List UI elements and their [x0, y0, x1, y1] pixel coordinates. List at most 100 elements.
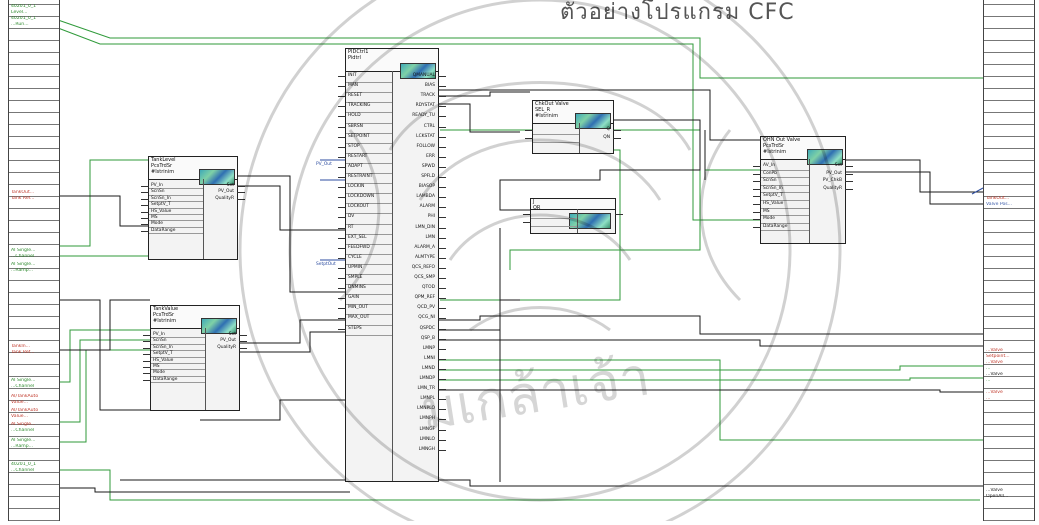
input-pin[interactable]: ScnSn [763, 178, 777, 183]
input-pin[interactable]: MS [153, 364, 160, 369]
input-pin[interactable]: EXT_SEL [348, 235, 367, 240]
input-pin[interactable]: MS [151, 215, 158, 220]
output-pin[interactable]: LMNPL [394, 396, 435, 401]
sheet-connector-label[interactable]: Tank Ref... [11, 196, 57, 201]
input-pin[interactable]: SetptV_T [153, 351, 173, 356]
input-pin[interactable]: SMPLE [348, 275, 362, 280]
input-pin[interactable]: HS_Value [153, 358, 173, 363]
sheet-connector-label[interactable]: AI Single... [11, 422, 57, 427]
sheet-connector-label[interactable]: ...Valve [986, 488, 1032, 493]
output-pin[interactable]: ALARM_A [394, 245, 435, 250]
input-pin[interactable]: SBRSN [348, 124, 363, 129]
sheet-connector-label[interactable]: Value... [11, 414, 57, 419]
output-pin[interactable]: LMNPLO [394, 406, 435, 411]
output-pin[interactable]: ALMTYPE [394, 255, 435, 260]
input-pin[interactable]: FEEDFWD [348, 245, 370, 250]
output-pin[interactable]: LMN [394, 235, 435, 240]
input-pin[interactable]: INIT [348, 73, 357, 78]
input-pin[interactable]: DV [348, 214, 354, 219]
output-pin[interactable]: LMN_TR [394, 386, 435, 391]
sheet-connector-label[interactable]: AI Single... [11, 378, 57, 383]
input-pin[interactable]: STOP [348, 144, 360, 149]
input-pin[interactable]: SetptV_T [763, 193, 783, 198]
output-pin[interactable]: TRACK [394, 93, 435, 98]
sheet-connector-label[interactable]: ... [986, 396, 1032, 401]
output-pin[interactable]: QMANUAL [394, 73, 435, 78]
sheet-connector-label[interactable]: ...Run... [11, 22, 57, 27]
input-pin[interactable]: STEPS [348, 326, 362, 331]
output-pin[interactable]: BIASOP [394, 184, 435, 189]
output-pin[interactable]: PV_Out [811, 171, 842, 176]
output-pin[interactable]: LAMBDA [394, 194, 435, 199]
input-pin[interactable]: ConPb [763, 171, 777, 176]
output-pin[interactable]: PV_ChkB [811, 178, 842, 183]
input-pin[interactable]: PV_In [151, 183, 163, 188]
sheet-connector-label[interactable]: ...Valve [986, 390, 1032, 395]
output-pin[interactable]: QualityR [207, 345, 236, 350]
input-pin[interactable]: PV_In [153, 332, 165, 337]
output-pin[interactable]: CTRL [394, 124, 435, 129]
output-pin[interactable]: QSPDC [394, 326, 435, 331]
output-pin[interactable]: ERR [394, 154, 435, 159]
output-pin[interactable]: ALARM [394, 204, 435, 209]
input-pin[interactable]: GAIN [348, 295, 359, 300]
sheet-connector-label[interactable]: ...Channel [11, 428, 57, 433]
input-pin[interactable]: MAN [348, 83, 358, 88]
output-pin[interactable]: LMNDP [394, 376, 435, 381]
input-pin[interactable]: HS_Value [763, 201, 783, 206]
sheet-connector-label[interactable]: AI Single... [11, 438, 57, 443]
output-pin[interactable]: FOLLOW [394, 144, 435, 149]
sheet-connector-label[interactable]: ...Valve [986, 348, 1032, 353]
sheet-connector-label[interactable]: ...Valve [986, 372, 1032, 377]
input-pin[interactable]: ScnSn_In [151, 196, 171, 201]
input-pin[interactable]: ScnSn [153, 338, 167, 343]
input-pin[interactable]: LOCKOUT [348, 204, 369, 209]
sheet-connector-label[interactable]: TankIn... [11, 344, 57, 349]
output-pin[interactable]: PV_Out [207, 338, 236, 343]
input-pin[interactable]: ADAPT [348, 164, 363, 169]
sheet-connector-label[interactable]: 40201_0_1 [11, 16, 57, 21]
sheet-connector-label[interactable]: AI/TankAuto [11, 394, 57, 399]
input-pin[interactable]: DataRange [151, 228, 175, 233]
input-pin[interactable]: DataRange [153, 377, 177, 382]
sheet-connector-label[interactable]: AI/TankAuto [11, 408, 57, 413]
output-pin[interactable]: QTOD [394, 285, 435, 290]
sheet-connector-label[interactable]: ...Channel [11, 254, 57, 259]
output-pin[interactable]: SPWD [394, 164, 435, 169]
output-pin[interactable]: PV_Out [205, 189, 234, 194]
sheet-connector-label[interactable]: 40201_0_1 [11, 462, 57, 467]
output-pin[interactable]: LMND [394, 366, 435, 371]
output-pin[interactable]: LMNLO [394, 437, 435, 442]
sheet-connector-label[interactable]: AI Single... [11, 262, 57, 267]
input-pin[interactable]: RESTRAINT [348, 174, 372, 179]
input-pin[interactable]: UPMIN [348, 265, 362, 270]
sheet-connector-label[interactable]: ...Ramp... [11, 268, 57, 273]
input-pin[interactable]: RT [348, 225, 353, 230]
output-pin[interactable]: LMNI [394, 356, 435, 361]
sheet-connector-label[interactable]: ...Channel [11, 468, 57, 473]
input-pin[interactable]: TRACKING [348, 103, 370, 108]
output-pin[interactable]: QCG_NI [394, 315, 435, 320]
input-pin[interactable]: CYCLE [348, 255, 362, 260]
sheet-connector-label[interactable]: ...Valve [986, 360, 1032, 365]
input-pin[interactable]: Mode [151, 221, 163, 226]
sheet-connector-label[interactable]: TankOut... [986, 196, 1032, 201]
output-pin[interactable]: QN [581, 135, 610, 140]
sheet-connector-label[interactable]: ...Channel [11, 384, 57, 389]
output-pin[interactable]: Set [207, 332, 236, 337]
sheet-connector-label[interactable]: Valve Pos... [986, 202, 1032, 207]
output-pin[interactable]: Set [811, 163, 842, 168]
output-pin[interactable]: LMNGH [394, 447, 435, 452]
input-pin[interactable]: LOCKIN [348, 184, 364, 189]
input-pin[interactable]: MAX_OUT [348, 315, 369, 320]
sheet-connector-label[interactable]: ...Ramp... [11, 444, 57, 449]
input-pin[interactable]: DNMINS [348, 285, 366, 290]
output-pin[interactable]: LMNPH [394, 416, 435, 421]
input-pin[interactable]: AV_In [763, 163, 775, 168]
sheet-connector-label[interactable]: OpenAll... [986, 494, 1032, 499]
input-pin[interactable]: MS [763, 209, 770, 214]
output-pin[interactable]: QualityR [205, 196, 234, 201]
output-pin[interactable]: LMNGF [394, 427, 435, 432]
